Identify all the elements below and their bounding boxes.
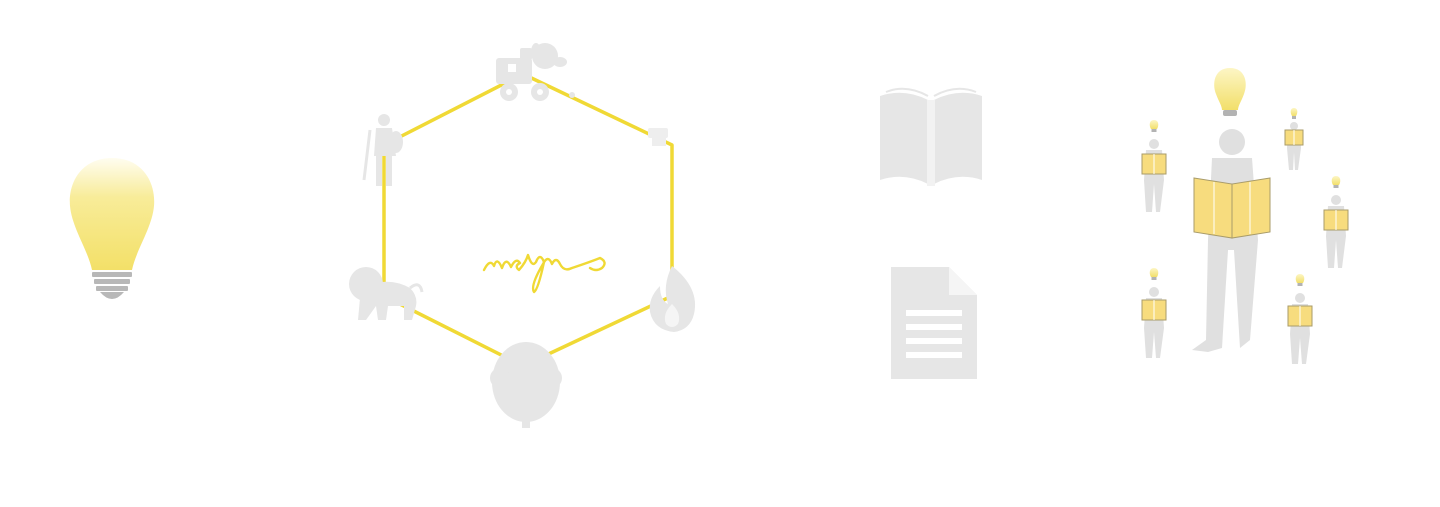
tree-icon <box>490 342 562 428</box>
knight-icon <box>362 114 403 186</box>
crown-icon <box>648 128 668 146</box>
lion-icon <box>349 267 424 320</box>
teacher-with-students-icon <box>1141 68 1349 364</box>
signature-scribble <box>482 253 606 294</box>
hexagon-logo: mega <box>349 43 696 428</box>
toy-dog-icon <box>496 43 575 101</box>
teacher-figure <box>1192 129 1258 352</box>
student-figure <box>1141 268 1167 358</box>
student-figure <box>1287 274 1313 364</box>
fire-icon <box>649 266 696 332</box>
open-book-icon <box>880 87 982 186</box>
hexagon-outline <box>382 72 674 368</box>
lightbulb-icon <box>1214 68 1246 116</box>
signature-text: mega <box>540 299 543 301</box>
document-icon <box>891 267 977 379</box>
student-figure <box>1323 176 1349 268</box>
book-icon <box>1193 177 1271 239</box>
student-figure <box>1141 120 1167 212</box>
lightbulb-icon <box>69 158 155 299</box>
student-figure <box>1284 108 1304 170</box>
